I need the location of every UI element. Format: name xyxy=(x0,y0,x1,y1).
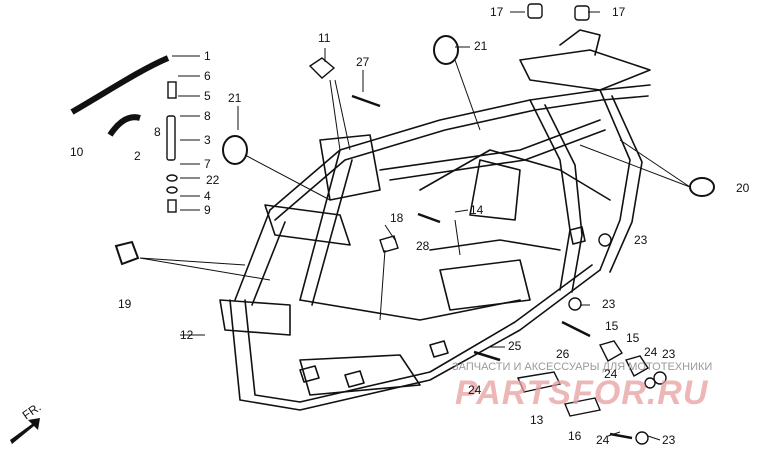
callout-13: 13 xyxy=(530,413,544,427)
callout-25: 25 xyxy=(508,339,522,353)
callout-10: 10 xyxy=(70,145,84,159)
callout-15b: 15 xyxy=(626,331,640,345)
callout-6: 6 xyxy=(204,69,211,83)
callout-24c: 24 xyxy=(644,345,658,359)
callout-24a: 24 xyxy=(468,383,482,397)
callout-23b: 23 xyxy=(602,297,616,311)
part-labels: 1 2 3 4 5 6 7 8 8 9 10 11 12 13 14 15 15… xyxy=(70,5,750,447)
front-direction-arrow: FR. xyxy=(10,400,44,444)
callout-24b: 24 xyxy=(604,367,618,381)
callout-20: 20 xyxy=(736,181,750,195)
callout-2: 2 xyxy=(134,149,141,163)
callout-18: 18 xyxy=(390,211,404,225)
callout-5: 5 xyxy=(204,89,211,103)
callout-8b: 8 xyxy=(154,125,161,139)
callout-23c: 23 xyxy=(662,347,676,361)
callout-8a: 8 xyxy=(204,109,211,123)
callout-11: 11 xyxy=(318,31,331,45)
callout-24d: 24 xyxy=(596,433,610,447)
callout-28: 28 xyxy=(416,239,430,253)
arrow-icon xyxy=(10,418,40,444)
callout-22: 22 xyxy=(206,173,220,187)
callout-17a: 17 xyxy=(490,5,504,19)
callout-19: 19 xyxy=(118,297,132,311)
callout-1: 1 xyxy=(204,49,211,63)
watermark: ЗАПЧАСТИ И АКСЕССУАРЫ ДЛЯ МОТОТЕХНИКИ PA… xyxy=(452,361,712,412)
callout-21a: 21 xyxy=(228,91,242,105)
callout-9: 9 xyxy=(204,203,211,217)
callout-26: 26 xyxy=(556,347,570,361)
direction-label: FR. xyxy=(20,400,44,423)
small-parts xyxy=(70,3,715,445)
watermark-brand: PARTSFOR.RU xyxy=(455,374,709,412)
callout-4: 4 xyxy=(204,189,211,203)
callout-3: 3 xyxy=(204,133,211,147)
callout-17b: 17 xyxy=(612,5,626,19)
callout-21b: 21 xyxy=(474,39,488,53)
watermark-tagline: ЗАПЧАСТИ И АКСЕССУАРЫ ДЛЯ МОТОТЕХНИКИ xyxy=(452,361,712,373)
callout-27: 27 xyxy=(356,55,370,69)
callout-23d: 23 xyxy=(662,433,676,447)
callout-15a: 15 xyxy=(605,319,619,333)
callout-7: 7 xyxy=(204,157,211,171)
callout-12: 12 xyxy=(180,328,194,342)
callout-14: 14 xyxy=(470,203,484,217)
frame-drawing xyxy=(219,29,651,411)
callout-23a: 23 xyxy=(634,233,648,247)
callout-16: 16 xyxy=(568,429,582,443)
